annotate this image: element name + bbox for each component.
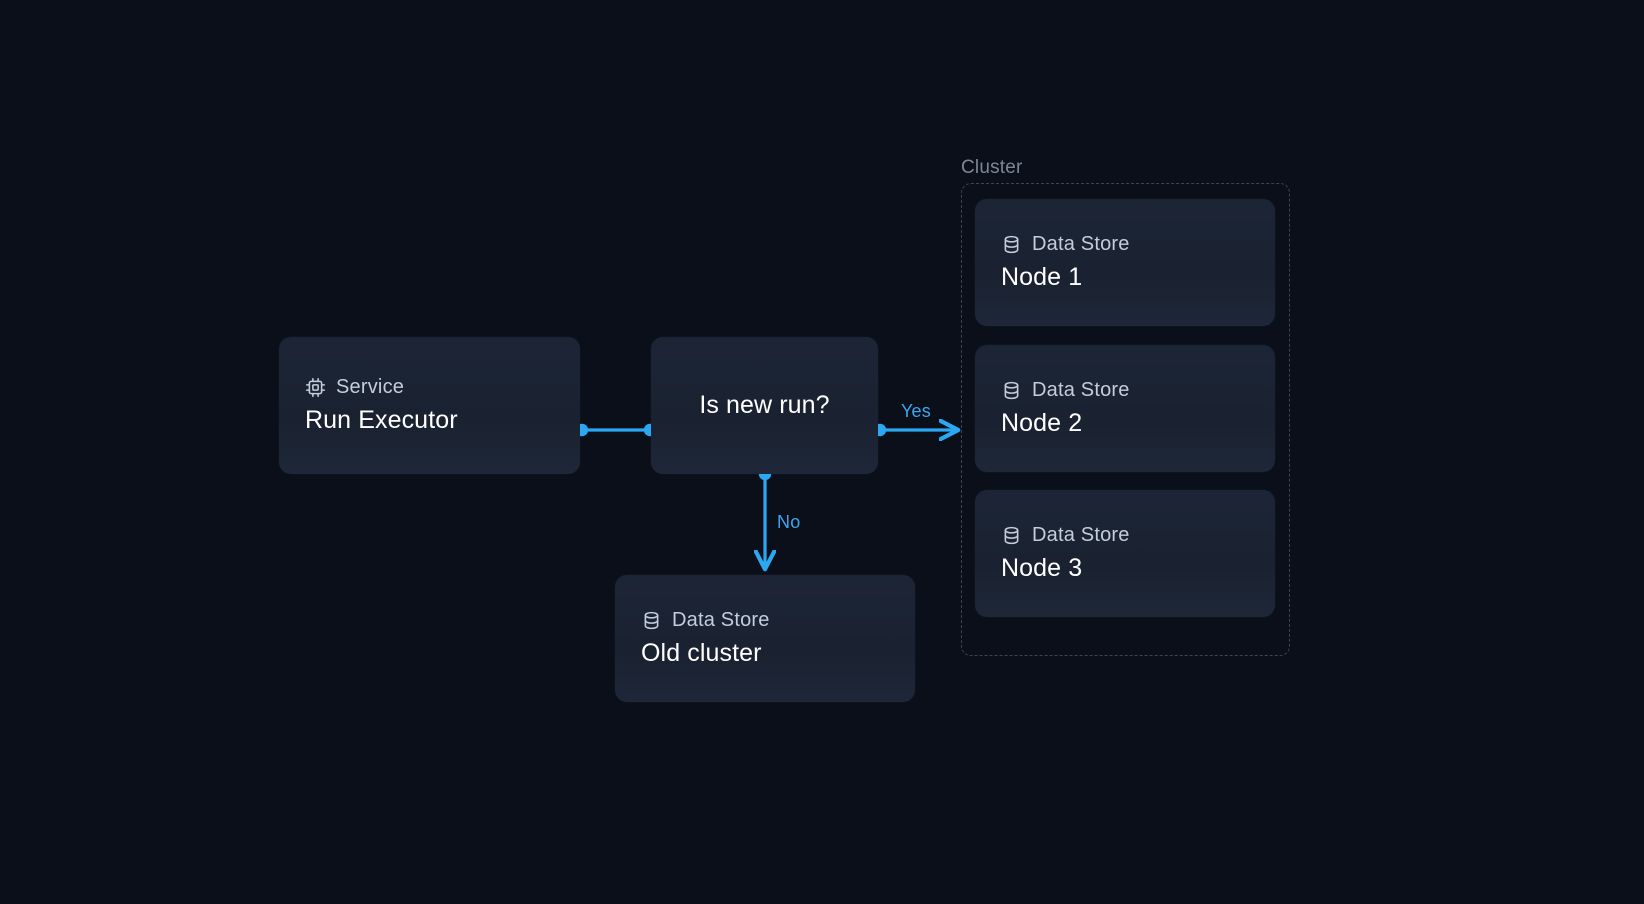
node-title: Run Executor (305, 406, 458, 435)
database-icon (1001, 234, 1022, 255)
node-kind-label: Data Store (672, 609, 770, 632)
node-title: Node 2 (1001, 409, 1083, 438)
node-run-executor[interactable]: Service Run Executor (279, 337, 580, 474)
node-old-cluster[interactable]: Data Store Old cluster (615, 575, 915, 702)
node-kind-label: Data Store (1032, 233, 1130, 256)
edge-decision-to-oldcluster (759, 467, 771, 568)
node-header: Data Store (1001, 379, 1249, 401)
cluster-group-boundary (961, 183, 1290, 656)
node-header: Data Store (1001, 233, 1249, 255)
database-icon (1001, 380, 1022, 401)
database-icon (1001, 525, 1022, 546)
node-data-store-node-1[interactable]: Data Store Node 1 (975, 199, 1275, 326)
node-title: Old cluster (641, 639, 762, 668)
node-title: Is new run? (699, 391, 830, 420)
cpu-icon (305, 377, 326, 398)
node-title: Node 1 (1001, 263, 1083, 292)
edge-label-no: No (777, 512, 801, 532)
node-title: Node 3 (1001, 554, 1083, 583)
node-kind-label: Data Store (1032, 524, 1130, 547)
node-header: Data Store (1001, 524, 1249, 546)
node-kind-label: Service (336, 376, 405, 399)
cluster-group-label: Cluster (961, 157, 1023, 178)
database-icon (641, 610, 662, 631)
edge-service-to-decision (575, 423, 657, 437)
node-header: Data Store (641, 609, 889, 631)
node-data-store-node-2[interactable]: Data Store Node 2 (975, 345, 1275, 472)
edge-decision-to-node2 (873, 424, 957, 436)
edge-label-yes: Yes (901, 401, 931, 421)
node-header: Service (305, 376, 554, 398)
node-is-new-run[interactable]: Is new run? (651, 337, 878, 474)
node-kind-label: Data Store (1032, 379, 1130, 402)
node-data-store-node-3[interactable]: Data Store Node 3 (975, 490, 1275, 617)
